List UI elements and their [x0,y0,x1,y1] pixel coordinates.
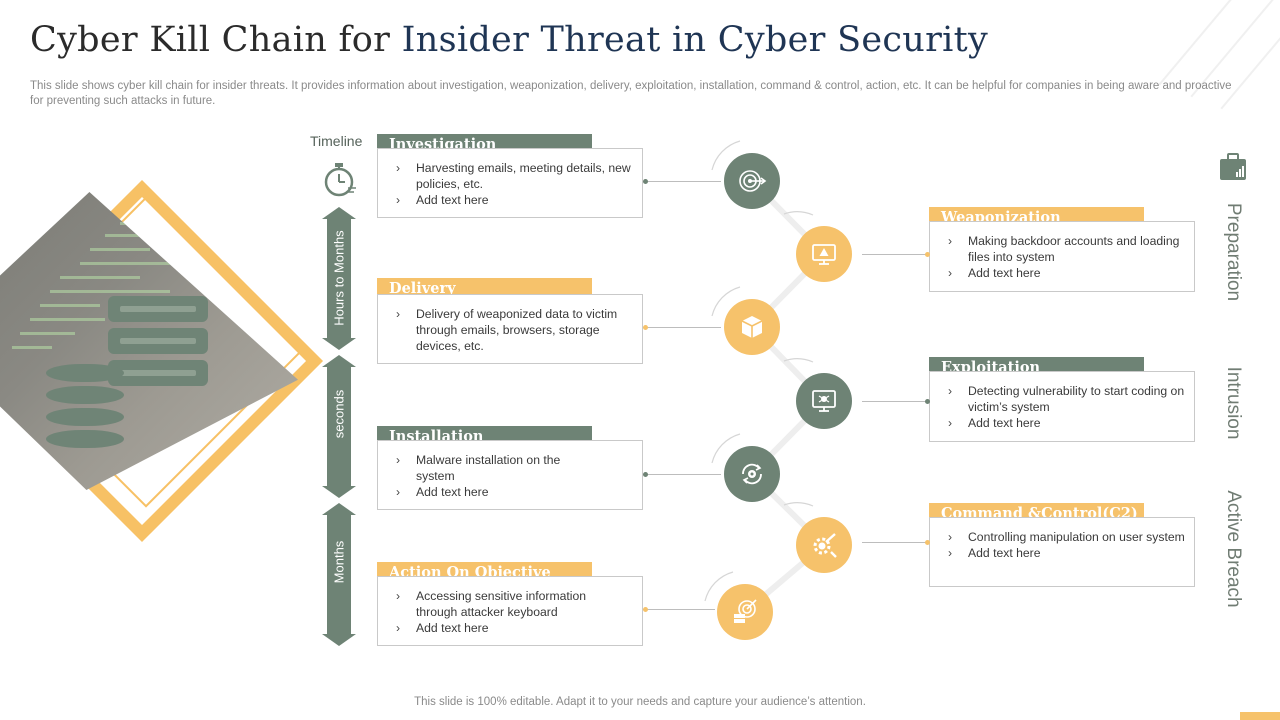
investigation-node [720,149,784,213]
installation-node [720,442,784,506]
exploitation-node [792,369,856,433]
stage-weaponization-box: Making backdoor accounts and loading fil… [929,221,1195,292]
gear-cycle-icon [742,463,762,485]
timeline-arrow-2 [322,355,356,498]
list-item: Add text here [948,415,1188,431]
target-icon [739,170,767,192]
list-item: Harvesting emails, meeting details, new … [396,160,636,192]
stage-delivery-title: Delivery [377,278,592,299]
server-rack-icon [108,296,208,322]
delivery-node [720,295,784,359]
list-item: Malware installation on the system [396,452,636,484]
phase-intrusion: Intrusion [1223,366,1244,440]
list-item: Detecting vulnerability to start coding … [948,383,1188,415]
stage-exploitation-box: Detecting vulnerability to start coding … [929,371,1195,442]
list-item: Controlling manipulation on user system [948,529,1188,545]
stage-command-control-box: Controlling manipulation on user system … [929,517,1195,587]
title-part-1: Cyber Kill Chain for [30,20,391,60]
stage-action-box: Accessing sensitive information through … [377,576,643,646]
stage-delivery-box: Delivery of weaponized data to victim th… [377,294,643,364]
phase-preparation: Preparation [1223,202,1244,302]
briefcase-icon [1220,153,1246,180]
list-item: Add text here [396,192,636,208]
stopwatch-icon [324,163,356,197]
package-icon [741,316,763,338]
list-item: Add text here [948,265,1188,281]
title-part-2: Insider Threat in Cyber Security [401,20,989,60]
target-server-icon [734,599,757,623]
list-item: Add text here [396,484,636,500]
timeline-arrow-1 [322,207,356,350]
list-item: Accessing sensitive information through … [396,588,636,620]
settings-tools-icon [813,533,837,558]
slide-title: Cyber Kill Chain for Insider Threat in C… [30,20,988,60]
monitor-alert-icon [812,244,836,265]
stage-installation-box: Malware installation on the system Add t… [377,440,643,510]
list-item: Add text here [948,545,1188,561]
phase-active-breach: Active Breach [1223,490,1244,608]
list-item: Making backdoor accounts and loading fil… [948,233,1188,265]
corner-accent [1240,712,1280,720]
weaponization-node [792,222,856,286]
timeline-arrow-3 [322,503,356,646]
slide-description: This slide shows cyber kill chain for in… [30,80,1232,107]
action-objective-node [713,580,777,644]
list-item: Add text here [396,620,636,636]
command-control-node [792,513,856,577]
monitor-bug-icon [812,390,836,412]
timeline-label: Timeline [310,133,363,149]
stage-investigation-box: Harvesting emails, meeting details, new … [377,148,643,218]
database-icon [46,364,124,382]
slide-footer: This slide is 100% editable. Adapt it to… [414,696,866,708]
list-item: Delivery of weaponized data to victim th… [396,306,636,354]
